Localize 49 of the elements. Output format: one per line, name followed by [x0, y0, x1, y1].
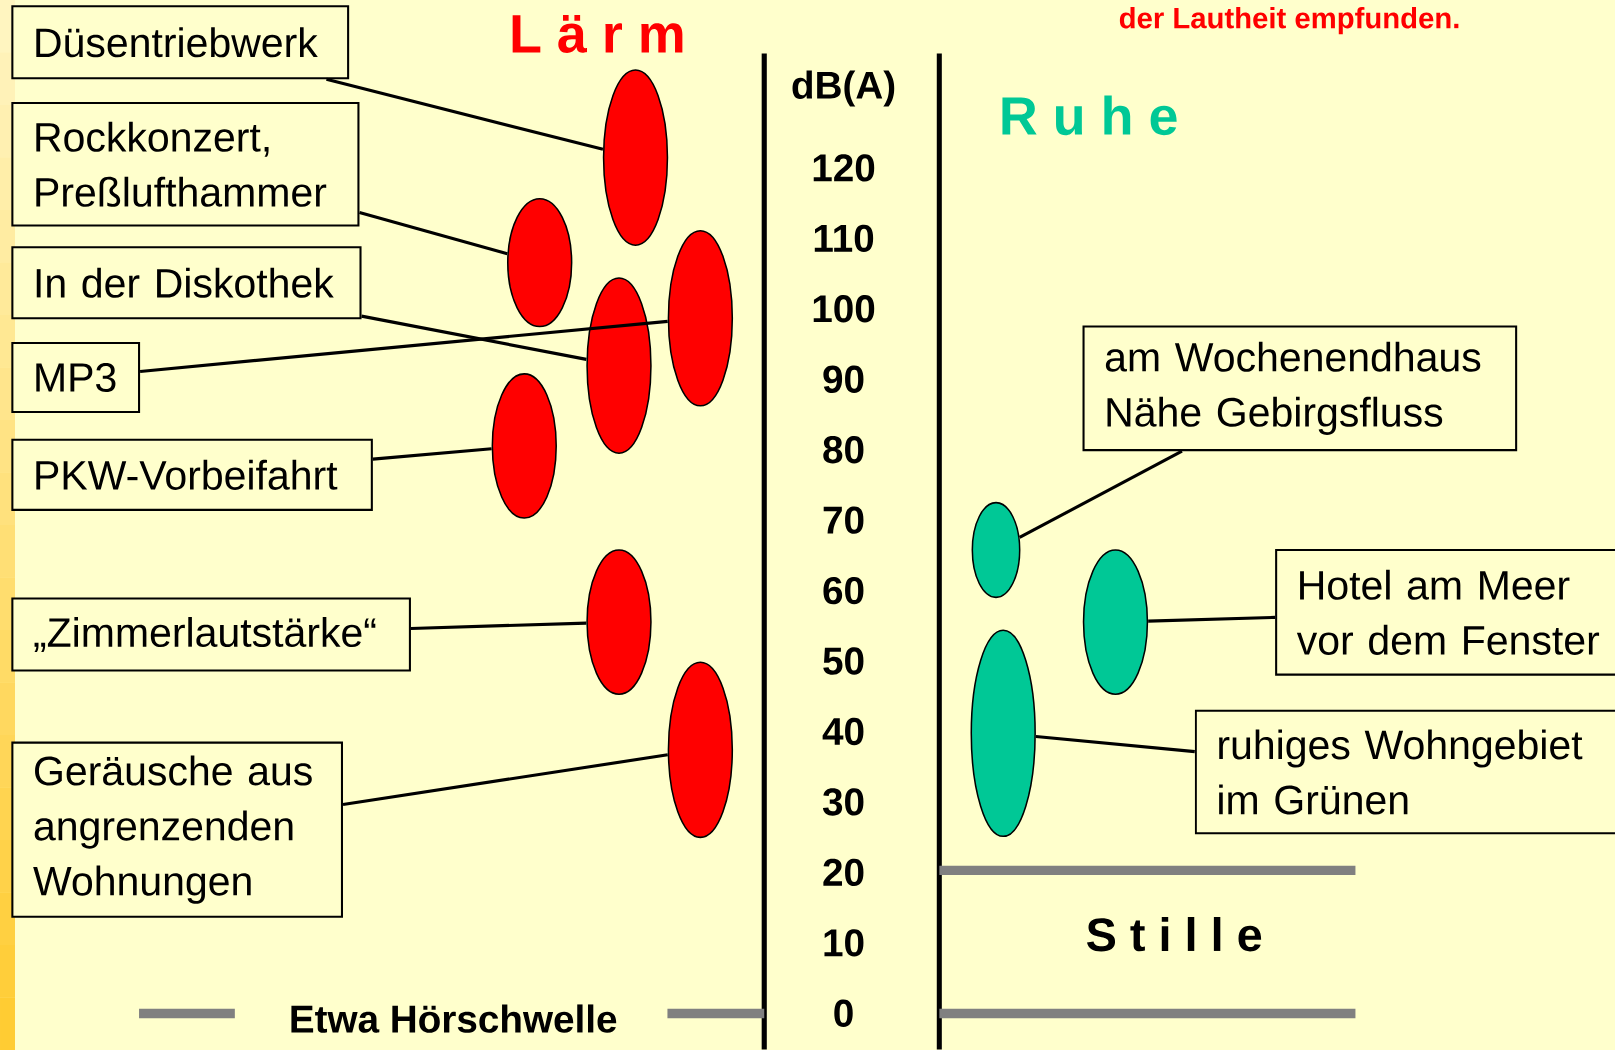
leader-line	[372, 447, 492, 461]
note-text: der Lautheit empfunden.	[1119, 6, 1459, 35]
threshold-label: Etwa Hörschwelle	[291, 1004, 617, 1033]
label-box: Rockkonzert, Preßlufthammer	[11, 101, 360, 227]
label-box: PKW-Vorbeifahrt	[11, 438, 373, 511]
level-ellipse	[491, 373, 557, 519]
label-box: am Wochenendhaus Nähe Gebirgsfluss	[1082, 325, 1518, 452]
level-ellipse	[667, 229, 734, 407]
level-ellipse	[667, 661, 734, 839]
level-ellipse	[586, 277, 652, 454]
scale-label: 90	[823, 365, 864, 393]
scale-label: 100	[813, 295, 875, 323]
scale-label: 110	[814, 224, 874, 252]
level-ellipse	[970, 629, 1036, 838]
label-box: ruhiges Wohngebiet im Grünen	[1194, 709, 1615, 835]
leader-line	[359, 211, 508, 256]
label-box: In der Diskothek	[11, 246, 362, 320]
leader-line	[139, 319, 668, 373]
leader-line	[361, 314, 587, 361]
label-box: Düsentriebwerk	[11, 5, 350, 80]
label-box: MP3	[11, 341, 141, 414]
leader-line	[410, 621, 587, 630]
scale-label: 80	[823, 436, 864, 464]
level-ellipse	[971, 501, 1021, 599]
leader-line	[326, 77, 604, 151]
label-box: Geräusche aus angrenzenden Wohnungen	[11, 741, 343, 918]
level-ellipse	[1082, 549, 1149, 695]
scale-label: 60	[823, 576, 864, 605]
scale-label: 70	[823, 506, 864, 534]
scale-label: 0	[834, 999, 853, 1027]
scale-label: 40	[822, 717, 864, 746]
scale-label: 10	[824, 929, 864, 957]
leader-line	[1148, 615, 1276, 623]
label-box: Hotel am Meer vor dem Fenster	[1275, 548, 1615, 676]
heading: L ä r m	[512, 15, 683, 53]
unit-label: dB(A)	[792, 70, 895, 107]
heading: S t i l l e	[1087, 917, 1262, 952]
level-ellipse	[602, 69, 669, 246]
label-box: „Zimmerlautstärke“	[11, 597, 411, 672]
leader-line	[342, 753, 668, 806]
scale-label: 50	[823, 647, 864, 675]
leader-line	[1035, 734, 1195, 754]
scale-label: 120	[813, 154, 875, 182]
scale-label: 30	[822, 788, 864, 816]
leader-line	[1018, 449, 1183, 539]
scale-label: 20	[823, 858, 864, 887]
heading: R u h e	[1002, 95, 1177, 136]
level-ellipse	[586, 549, 652, 695]
level-ellipse	[507, 198, 573, 328]
